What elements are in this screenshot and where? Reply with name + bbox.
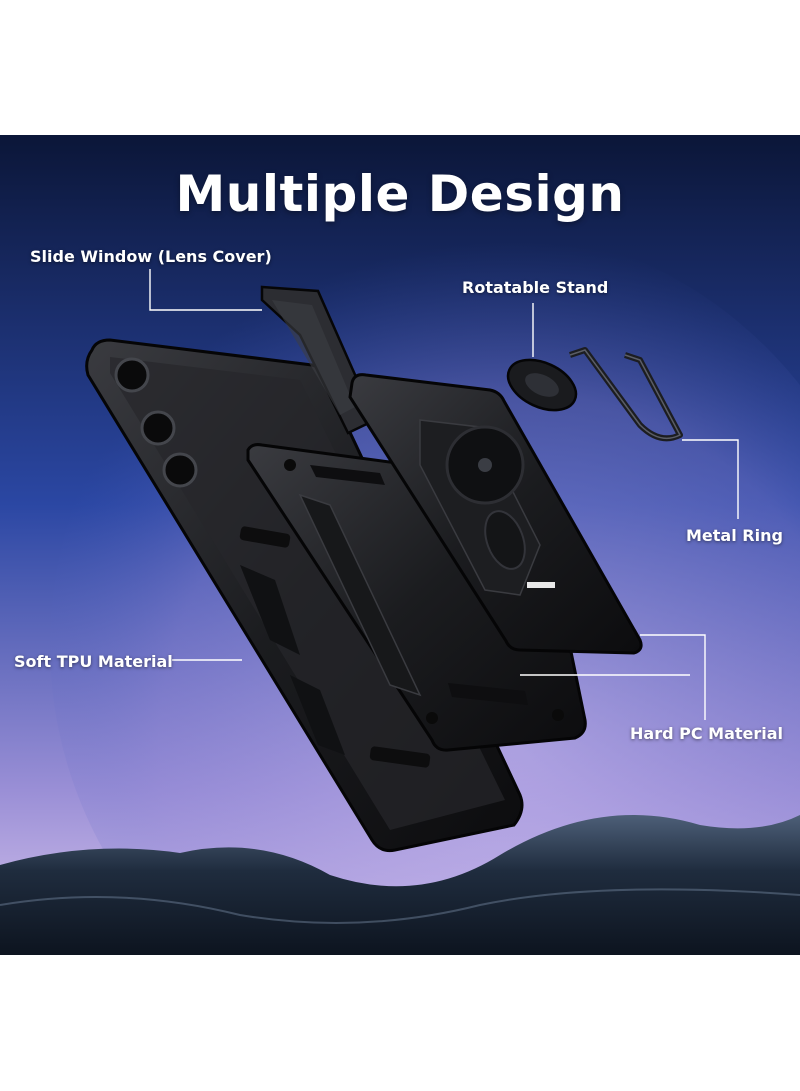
label-hard-pc: Hard PC Material (630, 724, 784, 743)
soft-tpu-case (85, 338, 524, 852)
rock-terrain (0, 815, 800, 955)
background-scene (0, 135, 800, 955)
rotatable-stand-part (506, 358, 578, 412)
leader-lines (149, 269, 739, 720)
label-soft-tpu: Soft TPU Material (14, 652, 173, 671)
metal-ring-part (569, 347, 683, 442)
camera-hole-icon (114, 357, 150, 393)
product-banner: Multiple Design Slide Window (Lens Cover… (0, 135, 800, 955)
label-metal-ring: Metal Ring (686, 526, 783, 545)
kickstand-plate (348, 373, 643, 655)
label-rotatable-stand: Rotatable Stand (462, 278, 609, 297)
camera-hole-icon (162, 452, 198, 488)
slide-window-part (260, 285, 377, 435)
camera-hole-icon (140, 410, 176, 446)
page-title: Multiple Design (175, 165, 625, 223)
label-slide-window: Slide Window (Lens Cover) (30, 247, 272, 266)
